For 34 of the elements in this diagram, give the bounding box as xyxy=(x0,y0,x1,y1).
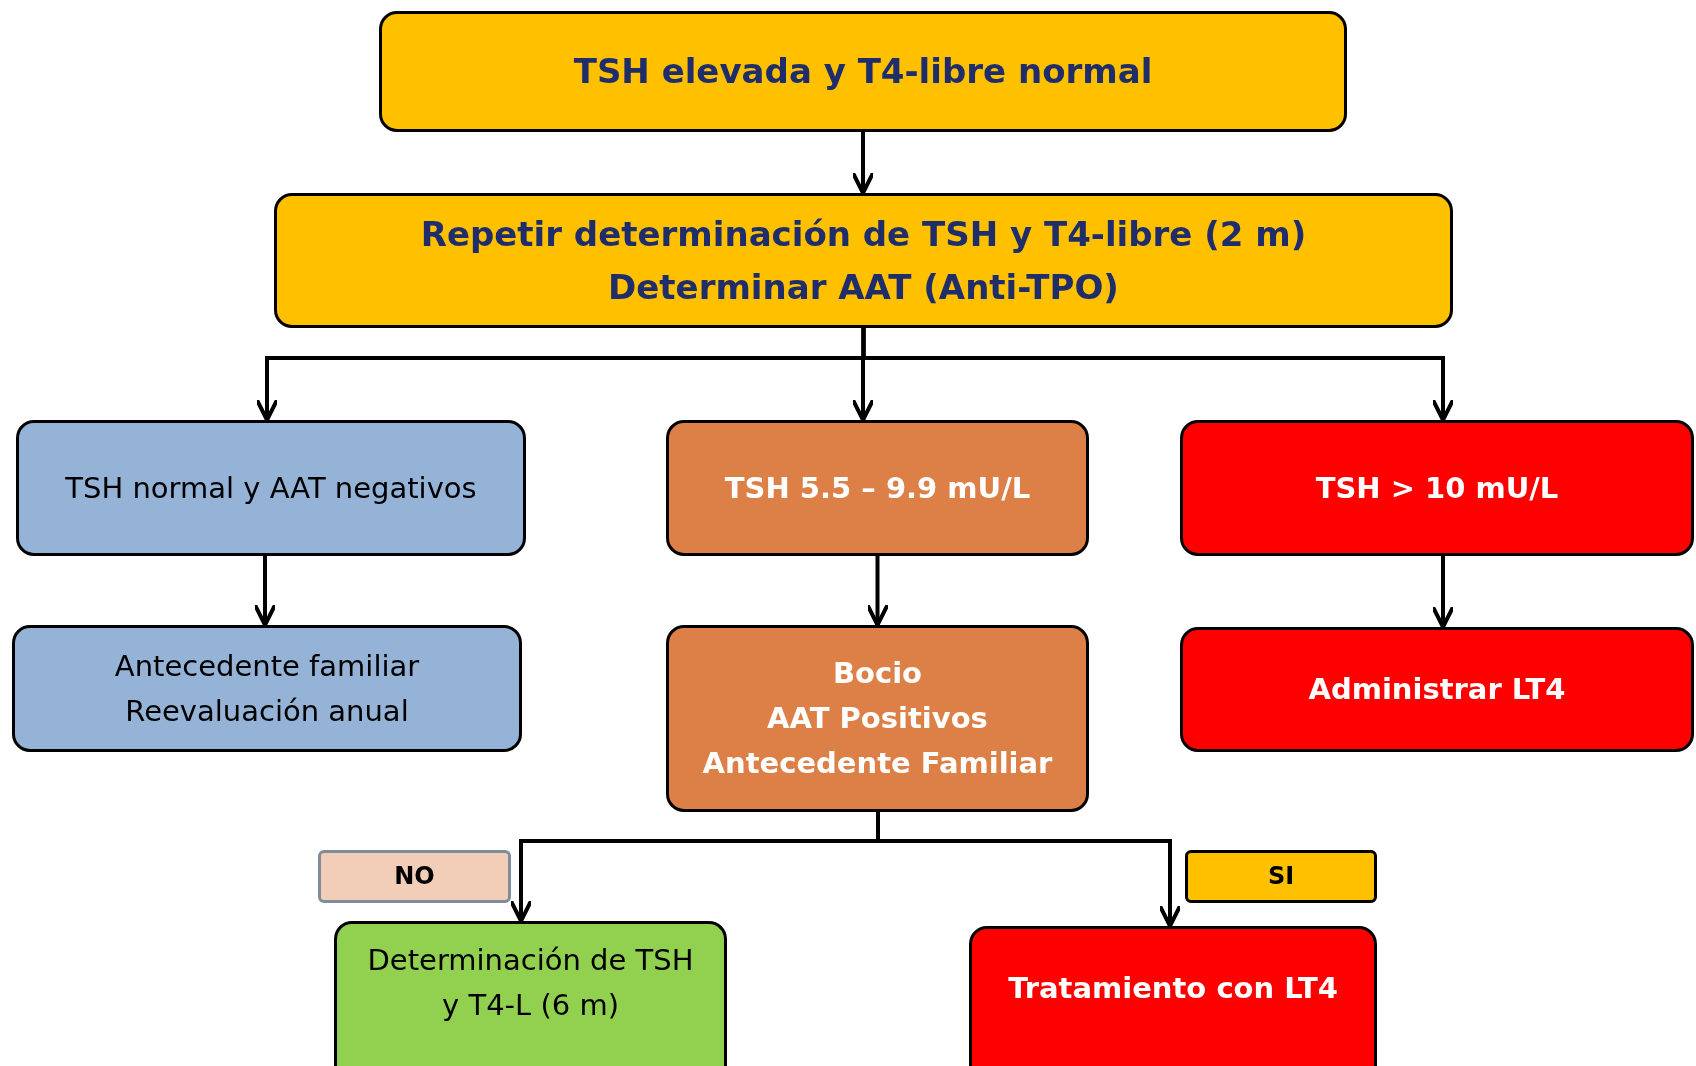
box-text: Determinar AAT (Anti-TPO) xyxy=(608,265,1119,309)
arrow xyxy=(865,556,890,627)
box-text: Determinación de TSH y T4-L (6 m) xyxy=(367,941,694,1024)
process-box xyxy=(1180,627,1694,752)
process-box xyxy=(666,625,1089,812)
box-text: AAT Positivos xyxy=(767,700,988,738)
arrow xyxy=(876,812,1182,928)
process-box xyxy=(379,11,1347,132)
process-box xyxy=(334,921,727,1066)
box-text: Administrar LT4 xyxy=(1308,671,1566,709)
box-text: NO xyxy=(394,860,435,892)
arrow xyxy=(861,328,1455,422)
box-text: SI xyxy=(1267,860,1295,892)
process-box xyxy=(12,625,522,752)
box-text: Reevaluación anual xyxy=(125,692,409,730)
process-box xyxy=(16,420,526,556)
answer-tag xyxy=(1185,850,1377,903)
answer-tag xyxy=(318,850,511,903)
box-text: Repetir determinación de TSH y T4-libre (2 m) xyxy=(420,212,1307,256)
box-text: TSH elevada y T4-libre normal xyxy=(573,50,1153,94)
box-text: TSH 5.5 – 9.9 mU/L xyxy=(724,469,1031,507)
arrow xyxy=(851,132,875,195)
box-text: TSH normal y AAT negativos xyxy=(65,469,477,507)
process-box xyxy=(1180,420,1694,556)
process-box xyxy=(274,193,1453,328)
process-box xyxy=(969,926,1377,1066)
process-box xyxy=(666,420,1089,556)
box-text: Bocio xyxy=(832,655,923,693)
arrow xyxy=(253,556,277,627)
arrow xyxy=(1431,556,1455,629)
box-text: Antecedente familiar xyxy=(114,647,420,685)
box-text: Tratamiento con LT4 xyxy=(1008,969,1338,1007)
box-text: Antecedente Familiar xyxy=(702,744,1053,782)
box-text: TSH > 10 mU/L xyxy=(1315,469,1559,507)
